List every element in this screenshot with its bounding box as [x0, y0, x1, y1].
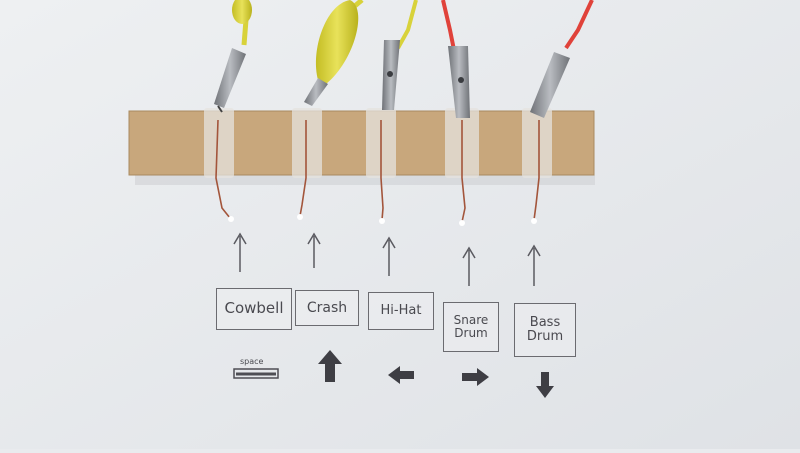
yellow-clip-boot	[315, 0, 359, 84]
label-line: Snare	[453, 313, 489, 328]
copper-wire	[533, 120, 540, 221]
up-arrow-icon	[527, 244, 541, 286]
copper-wire	[380, 120, 384, 221]
left-arrow-key-icon	[388, 366, 414, 384]
red-cable	[564, 0, 594, 50]
alligator-clip-4	[441, 0, 470, 118]
wire-tip	[379, 218, 385, 224]
copper-wires	[215, 119, 540, 223]
label-crash: Crash	[295, 290, 359, 326]
label-line: Hi-Hat	[380, 303, 422, 319]
metal-clip	[304, 78, 328, 106]
label-line: Crash	[306, 299, 348, 316]
red-cable	[441, 0, 456, 51]
wire-tip	[228, 216, 234, 222]
label-line: Drum	[454, 326, 488, 340]
up-arrow-icon	[307, 232, 321, 268]
wire-tips	[228, 214, 537, 226]
up-arrow-icon	[233, 232, 247, 272]
yellow-cable	[396, 0, 418, 49]
clip-jaw	[217, 105, 223, 113]
tape-strip	[292, 108, 322, 178]
wire-tip	[459, 220, 465, 226]
label-line: Cowbell	[224, 299, 284, 318]
copper-wire	[215, 119, 231, 219]
clip-rivet	[458, 77, 464, 83]
alligator-clip-3	[382, 0, 418, 110]
right-arrow-key-icon	[462, 368, 489, 386]
tape-strip	[204, 108, 234, 178]
copper-wire	[461, 120, 466, 223]
wooden-board-edge	[128, 110, 595, 176]
alligator-clip-5	[530, 0, 594, 118]
metal-clip	[530, 52, 570, 118]
pointer-arrows	[233, 232, 541, 286]
tape-strip	[522, 108, 552, 178]
alligator-clip-2	[304, 0, 364, 106]
label-hi-hat: Hi-Hat	[368, 292, 434, 330]
label-cowbell: Cowbell	[216, 288, 292, 330]
label-line: Bass	[529, 315, 561, 331]
board-shadow	[135, 175, 595, 185]
label-snare-drum: Snare Drum	[443, 302, 499, 352]
up-arrow-icon	[462, 246, 476, 286]
up-arrow-key-icon	[318, 350, 342, 382]
up-arrow-icon	[382, 236, 396, 276]
wire-tip	[297, 214, 303, 220]
metal-clip	[214, 48, 246, 108]
clip-rivet	[387, 71, 393, 77]
down-arrow-key-icon	[536, 372, 554, 398]
copper-wire	[299, 120, 307, 217]
alligator-clip-1	[214, 0, 252, 113]
spacebar-key-icon	[233, 368, 279, 379]
label-line: Drum	[526, 329, 564, 344]
label-bass-drum: Bass Drum	[514, 303, 576, 357]
wire-tip	[531, 218, 537, 224]
space-key-text: space	[240, 357, 264, 366]
yellow-clip-boot	[232, 0, 252, 24]
